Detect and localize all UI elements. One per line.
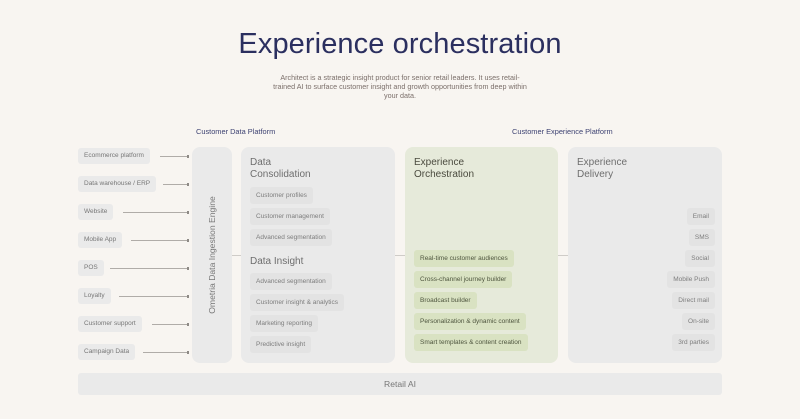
chip-direct-mail: Direct mail [672,292,715,309]
chip-advanced-segmentation-insight: Advanced segmentation [250,273,332,290]
consolidation-title: Data Consolidation [250,157,311,180]
connector-line [558,255,568,256]
arrow-icon [123,211,189,214]
chip-customer-management: Customer management [250,208,330,225]
chip-marketing-reporting: Marketing reporting [250,315,318,332]
source-ecommerce-platform: Ecommerce platform [78,148,150,164]
section-label-cdp: Customer Data Platform [196,127,276,136]
arrow-icon [163,183,189,186]
chip-predictive-insight: Predictive insight [250,336,312,353]
arrow-icon [131,239,189,242]
chip-sms: SMS [688,229,715,246]
source-data-warehouse: Data warehouse / ERP [78,176,157,192]
data-panel: Data Consolidation Customer profiles Cus… [241,147,395,363]
retail-ai-bar: Retail AI [78,373,722,395]
source-mobile-app: Mobile App [78,232,123,248]
source-customer-support: Customer support [78,316,142,332]
chip-3rd-parties: 3rd parties [672,334,715,351]
connector-line [232,255,241,256]
delivery-title: Experience Delivery [577,157,628,180]
chip-customer-insight-analytics: Customer insight & analytics [250,294,345,311]
insight-title: Data Insight [250,256,304,267]
ingestion-engine-label: Ometria Data Ingestion Engine [207,196,217,314]
source-website: Website [78,204,114,220]
arrow-icon [143,351,189,354]
ingestion-engine: Ometria Data Ingestion Engine [192,147,232,363]
chip-mobile-push: Mobile Push [667,271,715,288]
connector-line [395,255,405,256]
chip-email: Email [686,208,715,225]
arrow-icon [119,295,189,298]
source-loyalty: Loyalty [78,288,111,304]
chip-social: Social [685,250,715,267]
chip-personalization: Personalization & dynamic content [414,313,526,330]
chip-advanced-segmentation: Advanced segmentation [250,229,332,246]
orchestration-title: Experience Orchestration [414,157,475,180]
chip-realtime-audiences: Real-time customer audiences [414,250,514,267]
arrow-icon [110,267,189,270]
chip-customer-profiles: Customer profiles [250,187,313,204]
chip-journey-builder: Cross-channel journey builder [414,271,513,288]
source-pos: POS [78,260,104,276]
arrow-icon [160,155,189,158]
chip-smart-templates: Smart templates & content creation [414,334,528,351]
orchestration-panel: Experience Orchestration Real-time custo… [405,147,558,363]
arrow-icon [152,323,189,326]
section-label-cxp: Customer Experience Platform [512,127,613,136]
page-subtitle: Architect is a strategic insight product… [273,73,527,100]
delivery-panel: Experience Delivery Email SMS Social Mob… [568,147,722,363]
source-campaign-data: Campaign Data [78,344,136,360]
chip-broadcast-builder: Broadcast builder [414,292,477,309]
chip-on-site: On-site [682,313,715,330]
page-title: Experience orchestration [238,28,562,60]
